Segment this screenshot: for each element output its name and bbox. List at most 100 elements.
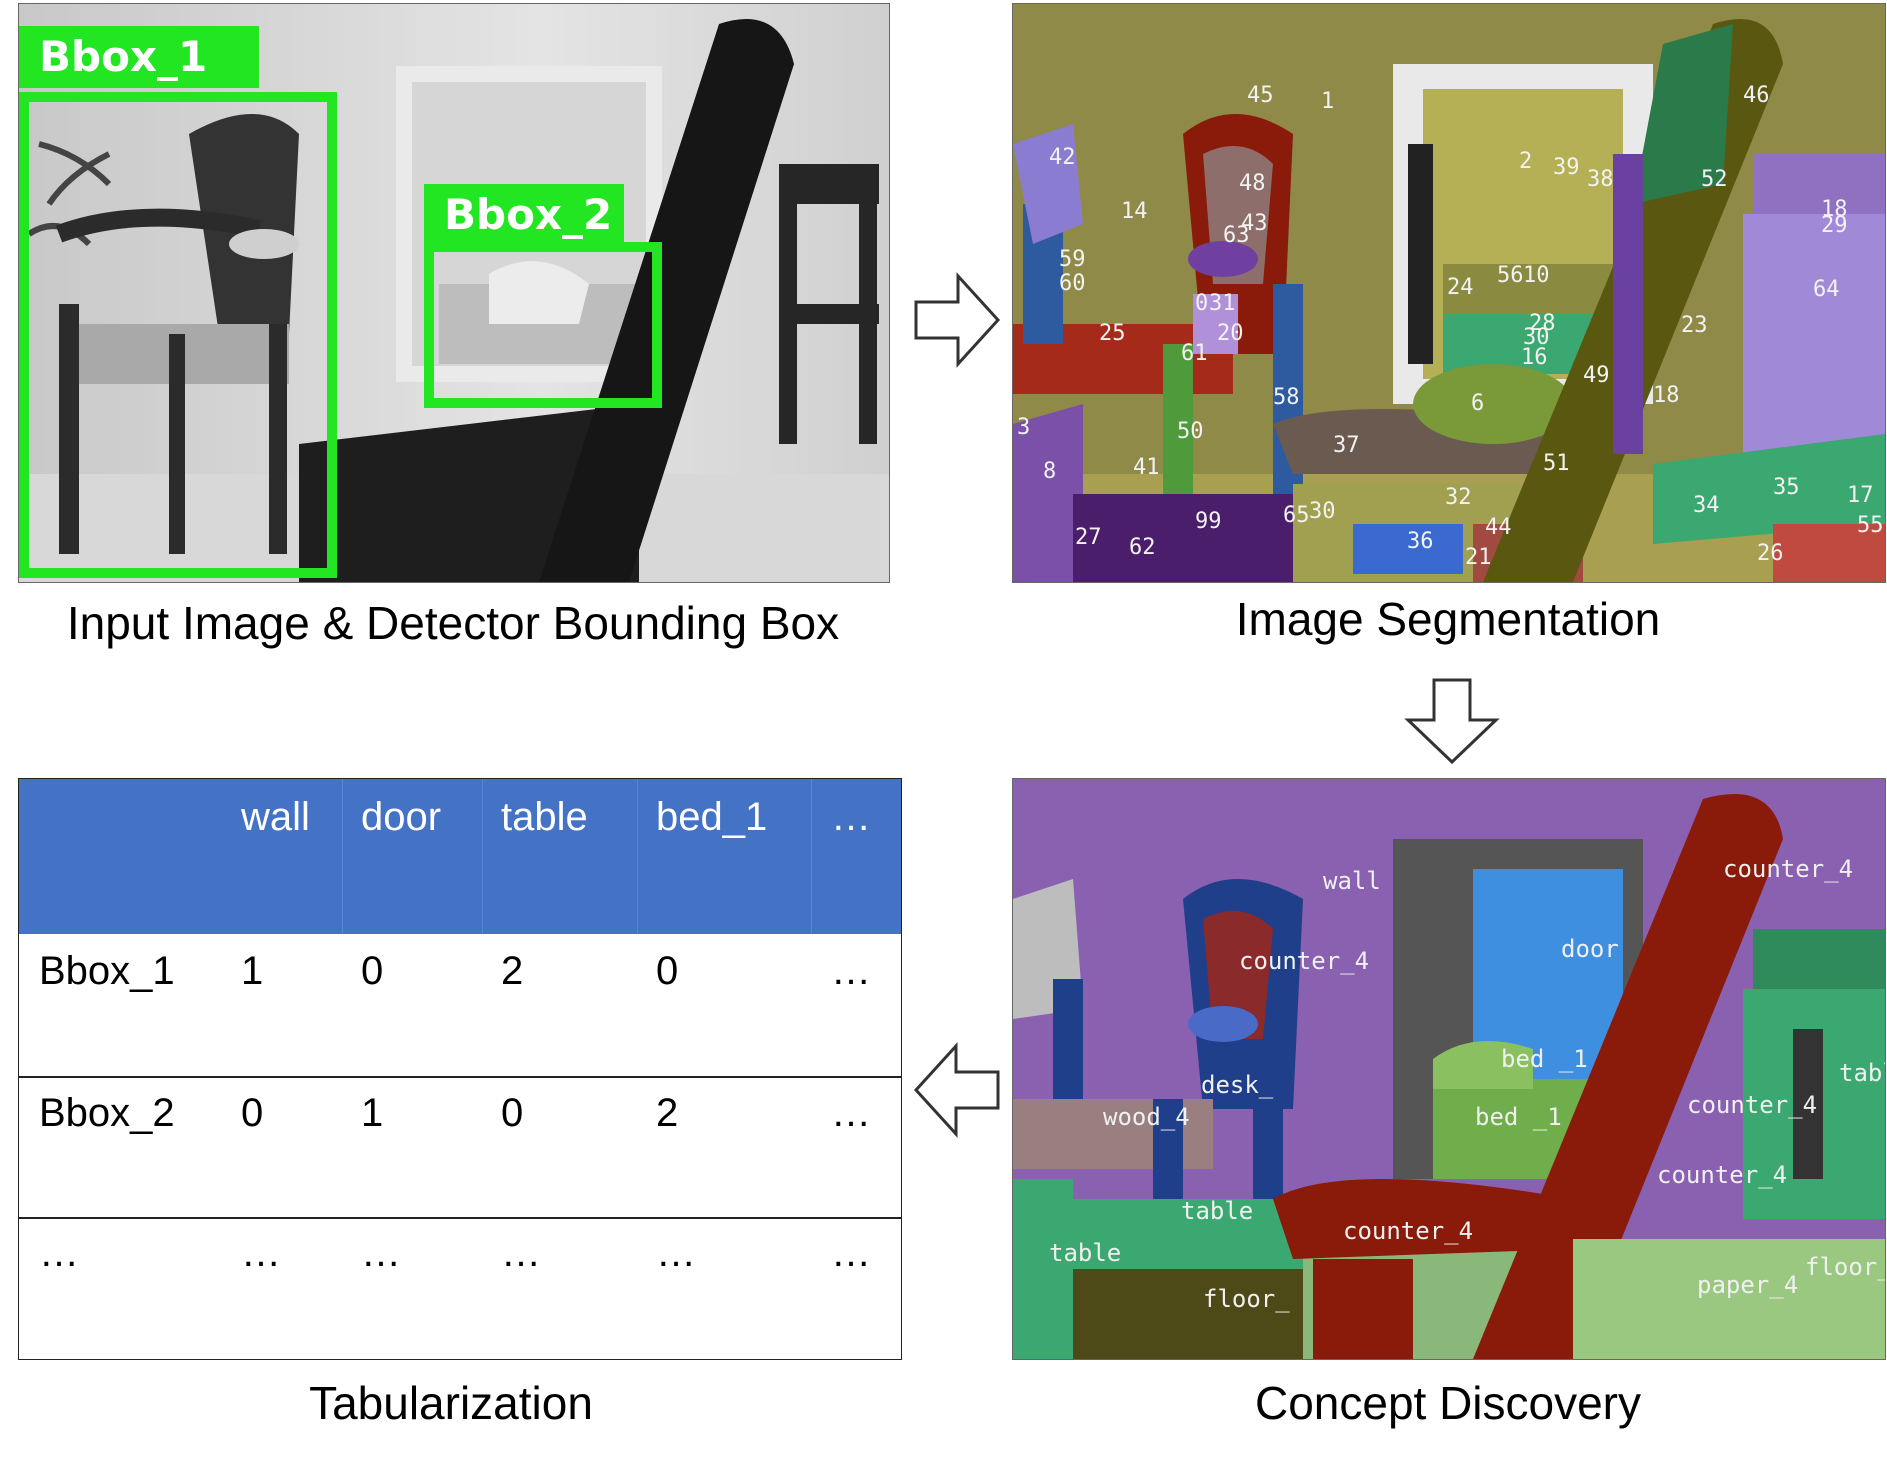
segment-label: 48 [1239,171,1266,196]
segment-label: 31 [1209,291,1236,316]
segment-label: 29 [1821,213,1848,238]
table-cell: 0 [241,1091,264,1135]
segment-label: 3 [1017,415,1030,440]
table-cell: … [656,1231,696,1275]
table-cell: 1 [241,949,264,993]
segment-label: 28 [1529,311,1556,336]
segment-label: 10 [1523,263,1550,288]
concept-table: wall door table bed_1 … Bbox_1 1 0 2 0 …… [18,778,902,1360]
table-cell: … [831,1231,871,1275]
arrow-down-icon [1404,678,1500,765]
column-header: door [361,795,442,839]
table-cell: … [361,1231,401,1275]
table-cell: 2 [656,1091,679,1135]
input-photo [19,4,889,582]
concept-label: counter_4 [1687,1091,1817,1119]
table-cell: 2 [501,949,524,993]
table-cell: 0 [501,1091,524,1135]
segment-label: 24 [1447,275,1474,300]
arrow-right-icon [914,272,1001,368]
concept-label: paper_4 [1697,1271,1798,1299]
concept-image [1013,779,1885,1359]
concept-label: bed _1 [1501,1045,1588,1073]
concept-label: counter_4 [1723,855,1853,883]
segment-label: 18 [1821,197,1848,222]
segment-label: 52 [1701,167,1728,192]
segmentation-panel: 45 1 46 42 48 43 63 14 59 60 0 31 20 25 … [1012,3,1886,583]
segment-label: 34 [1693,493,1720,518]
segment-number-labels: 45 1 46 42 48 43 63 14 59 60 0 31 20 25 … [1017,83,1884,570]
concept-label: floor_ [1805,1253,1885,1281]
segment-label: 18 [1653,383,1680,408]
segment-label: 14 [1121,199,1148,224]
segment-label: 51 [1543,451,1570,476]
table-cell: 0 [361,949,384,993]
segment-label: 23 [1681,313,1708,338]
input-image-panel: Bbox_1 Bbox_2 [18,3,890,583]
bbox-2-frame [424,242,662,408]
caption-concept: Concept Discovery [1254,1377,1642,1429]
column-header: … [831,795,871,839]
concept-label: door [1561,935,1619,963]
bbox-1-label: Bbox_1 [19,26,259,88]
segment-label: 16 [1521,345,1548,370]
table-cell: 0 [656,949,679,993]
segment-label: 99 [1195,509,1222,534]
segment-label: 41 [1133,455,1160,480]
concept-labels: wall counter_4 door counter_4 bed _1 tab… [1049,855,1885,1313]
segment-label: 0 [1195,291,1208,316]
segment-label: 60 [1059,271,1086,296]
concept-label: counter_4 [1343,1217,1473,1245]
segment-label: 35 [1773,475,1800,500]
segment-label: 58 [1273,385,1300,410]
segmentation-image [1013,4,1885,582]
segment-label: 43 [1241,211,1268,236]
segment-label: 44 [1485,515,1512,540]
table-cell: Bbox_1 [39,949,175,993]
segment-label: 42 [1049,145,1076,170]
segment-label: 17 [1847,483,1874,508]
segment-label: 64 [1813,277,1840,302]
concept-label: desk_ [1201,1071,1274,1099]
column-header: table [501,795,588,839]
segment-label: 30 [1523,325,1550,350]
concept-label: tabl [1839,1059,1885,1087]
segment-label: 2 [1519,149,1532,174]
table-header [19,779,901,934]
segment-label: 50 [1177,419,1204,444]
segment-label: 6 [1471,391,1484,416]
table-cell: … [39,1231,79,1275]
segment-label: 8 [1043,459,1056,484]
segment-label: 27 [1075,525,1102,550]
segment-label: 26 [1757,541,1784,566]
arrow-left-icon [913,1042,1000,1138]
column-header: bed_1 [656,795,768,839]
concept-label: table [1049,1239,1121,1267]
table-cell: Bbox_2 [39,1091,175,1135]
table-cell: … [831,1091,871,1135]
segment-label: 38 [1587,167,1614,192]
concept-label: counter_4 [1239,947,1369,975]
segment-label: 1 [1321,89,1334,114]
concept-discovery-panel: wall counter_4 door counter_4 bed _1 tab… [1012,778,1886,1360]
bbox-2-label: Bbox_2 [424,184,624,246]
segment-label: 32 [1445,485,1472,510]
segment-label: 37 [1333,433,1360,458]
segment-label: 46 [1743,83,1770,108]
concept-label: wood_4 [1103,1103,1190,1131]
segment-label: 36 [1407,529,1434,554]
segment-label: 25 [1099,321,1126,346]
caption-tabular: Tabularization [309,1377,593,1429]
segment-label: 39 [1553,155,1580,180]
segment-label: 45 [1247,83,1274,108]
concept-label: counter_4 [1657,1161,1787,1189]
segment-label: 20 [1217,321,1244,346]
segment-label: 65 [1283,503,1310,528]
concept-label: wall [1323,867,1381,895]
bbox-1-frame [19,92,337,578]
table-cell: … [241,1231,281,1275]
table-cell: … [831,949,871,993]
segment-label: 55 [1857,513,1884,538]
caption-segmentation: Image Segmentation [1235,593,1661,645]
segment-label: 59 [1059,247,1086,272]
